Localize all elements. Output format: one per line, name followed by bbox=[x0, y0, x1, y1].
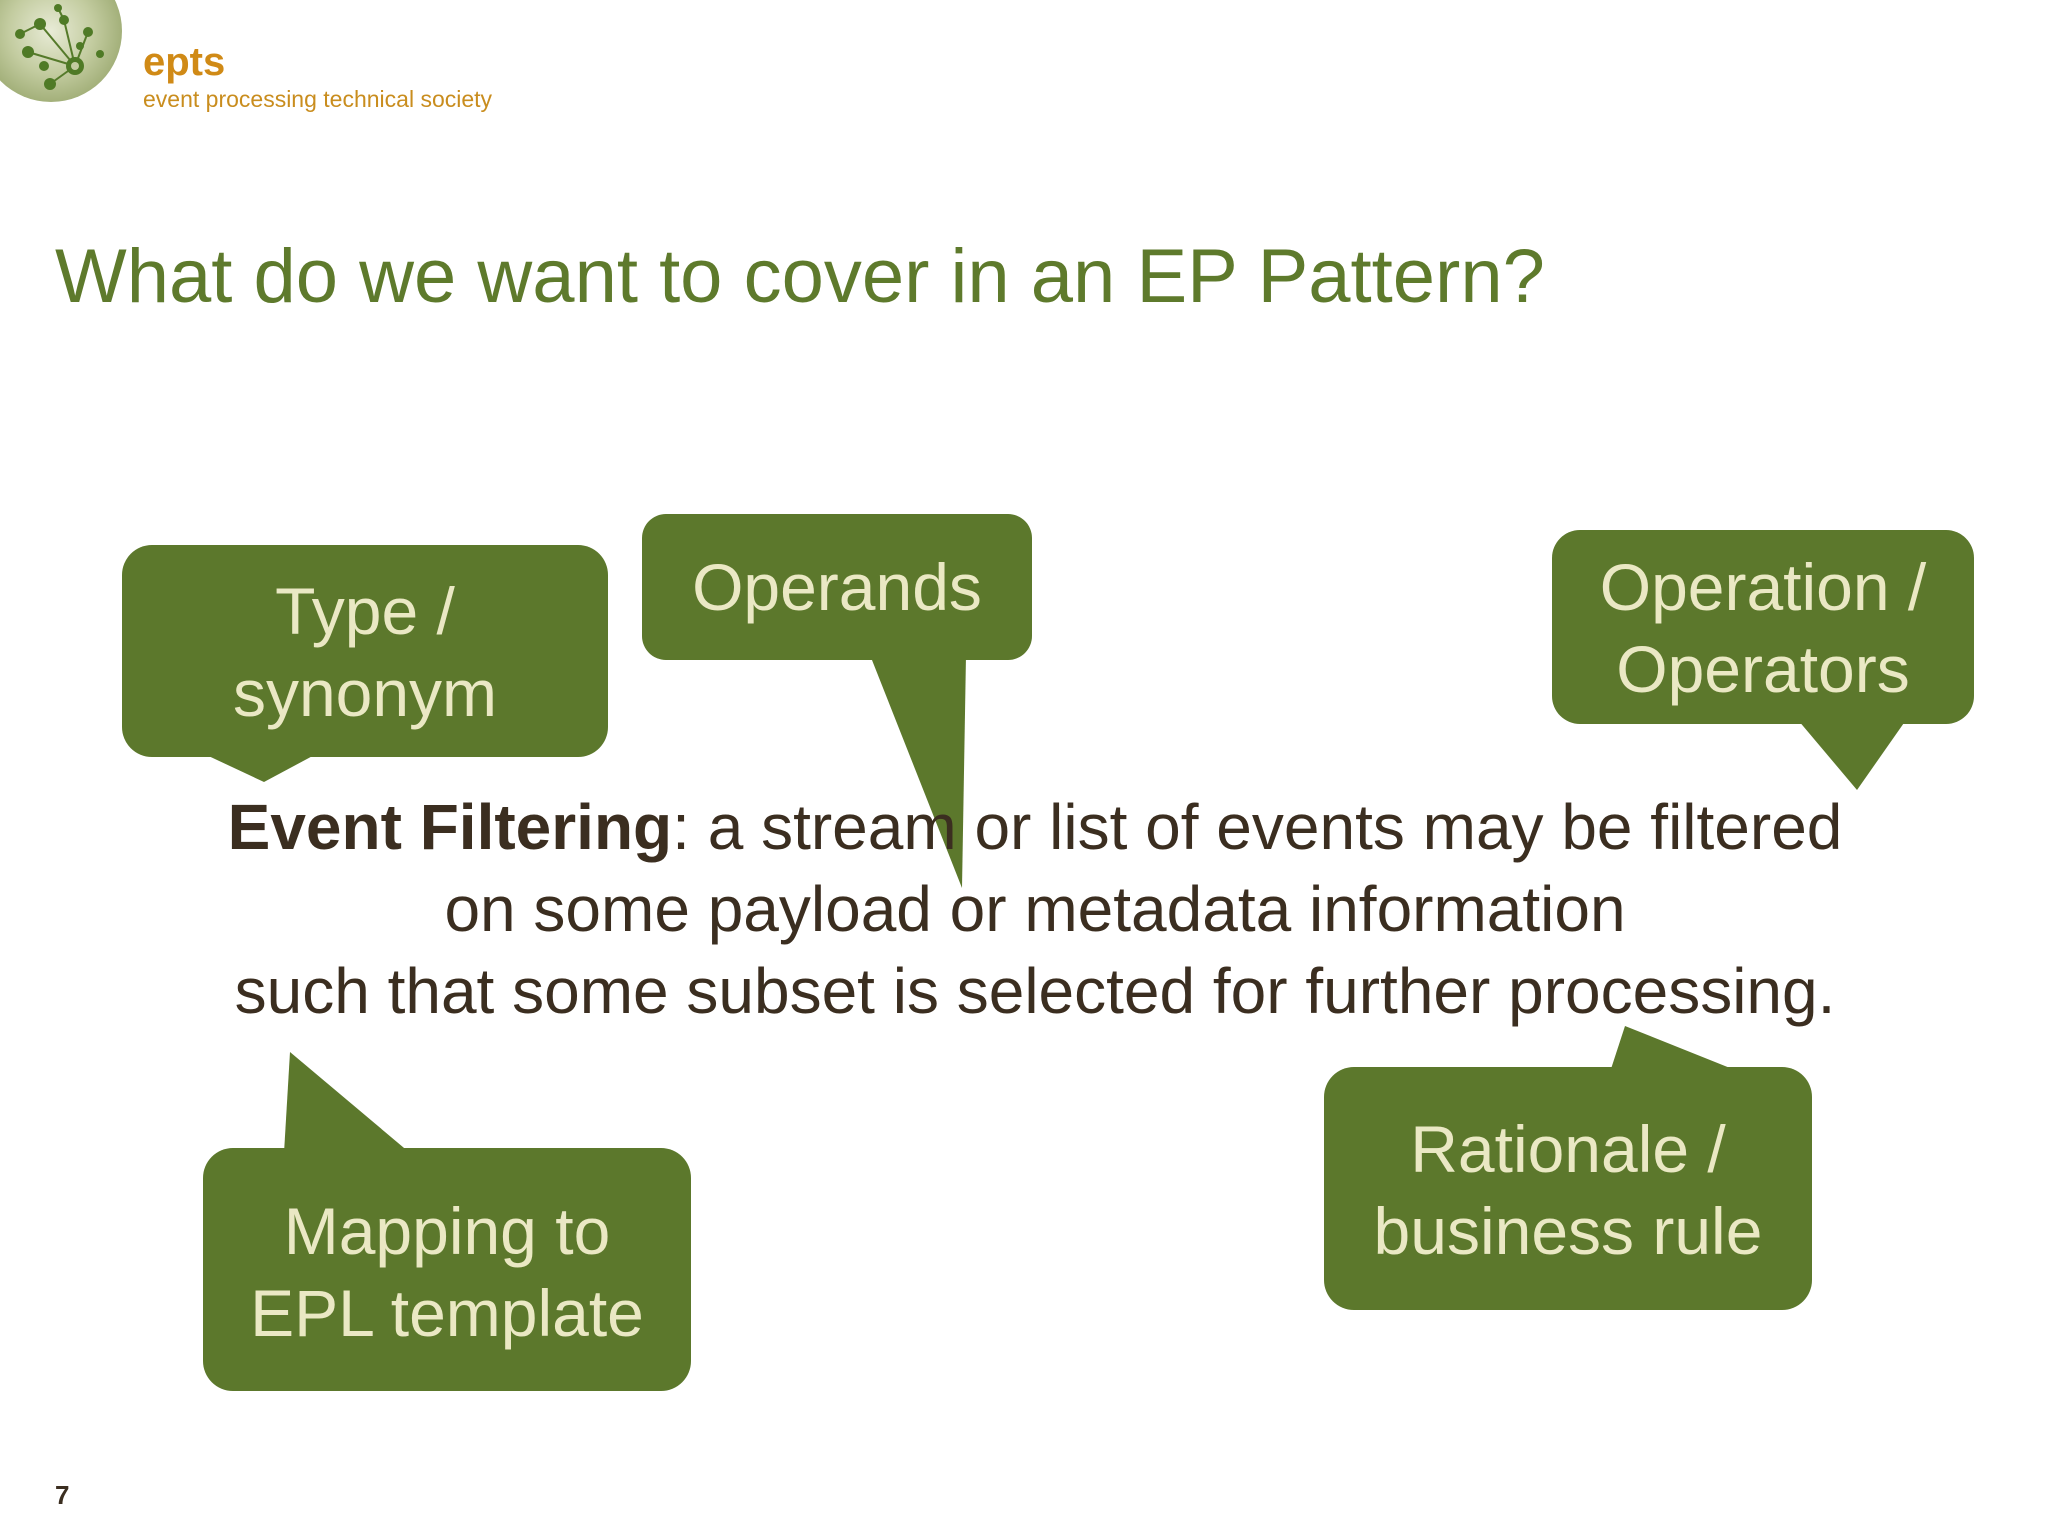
callout-operands-shape bbox=[642, 514, 1032, 888]
definition-line-1: Event Filtering: a stream or list of eve… bbox=[100, 786, 1970, 868]
slide-title: What do we want to cover in an EP Patter… bbox=[55, 234, 1545, 319]
definition-line-2: on some payload or metadata information bbox=[444, 873, 1626, 945]
callout-type-text: Type / synonym bbox=[232, 574, 498, 730]
epts-logo-icon bbox=[0, 0, 122, 102]
definition-term: Event Filtering bbox=[227, 791, 673, 863]
definition-line-1-rest: : a stream or list of events may be filt… bbox=[672, 791, 1843, 863]
definition-line-3: such that some subset is selected for fu… bbox=[234, 955, 1836, 1027]
brand-name: epts bbox=[143, 40, 226, 84]
callout-type-shape bbox=[122, 545, 608, 782]
callout-rationale-shape bbox=[1324, 1026, 1812, 1310]
definition-text: Event Filtering: a stream or list of eve… bbox=[100, 786, 1970, 1032]
callout-operation-shape bbox=[1552, 530, 1974, 790]
callout-operation-text: Operation / Operators bbox=[1599, 550, 1927, 706]
callout-mapping-shape bbox=[203, 1052, 691, 1391]
callout-mapping-text: Mapping to EPL template bbox=[250, 1194, 644, 1350]
callout-rationale-text: Rationale / business rule bbox=[1373, 1112, 1763, 1268]
callout-operands-text: Operands bbox=[692, 550, 982, 624]
brand-tagline: event processing technical society bbox=[143, 86, 493, 112]
slide-number: 7 bbox=[55, 1480, 70, 1510]
